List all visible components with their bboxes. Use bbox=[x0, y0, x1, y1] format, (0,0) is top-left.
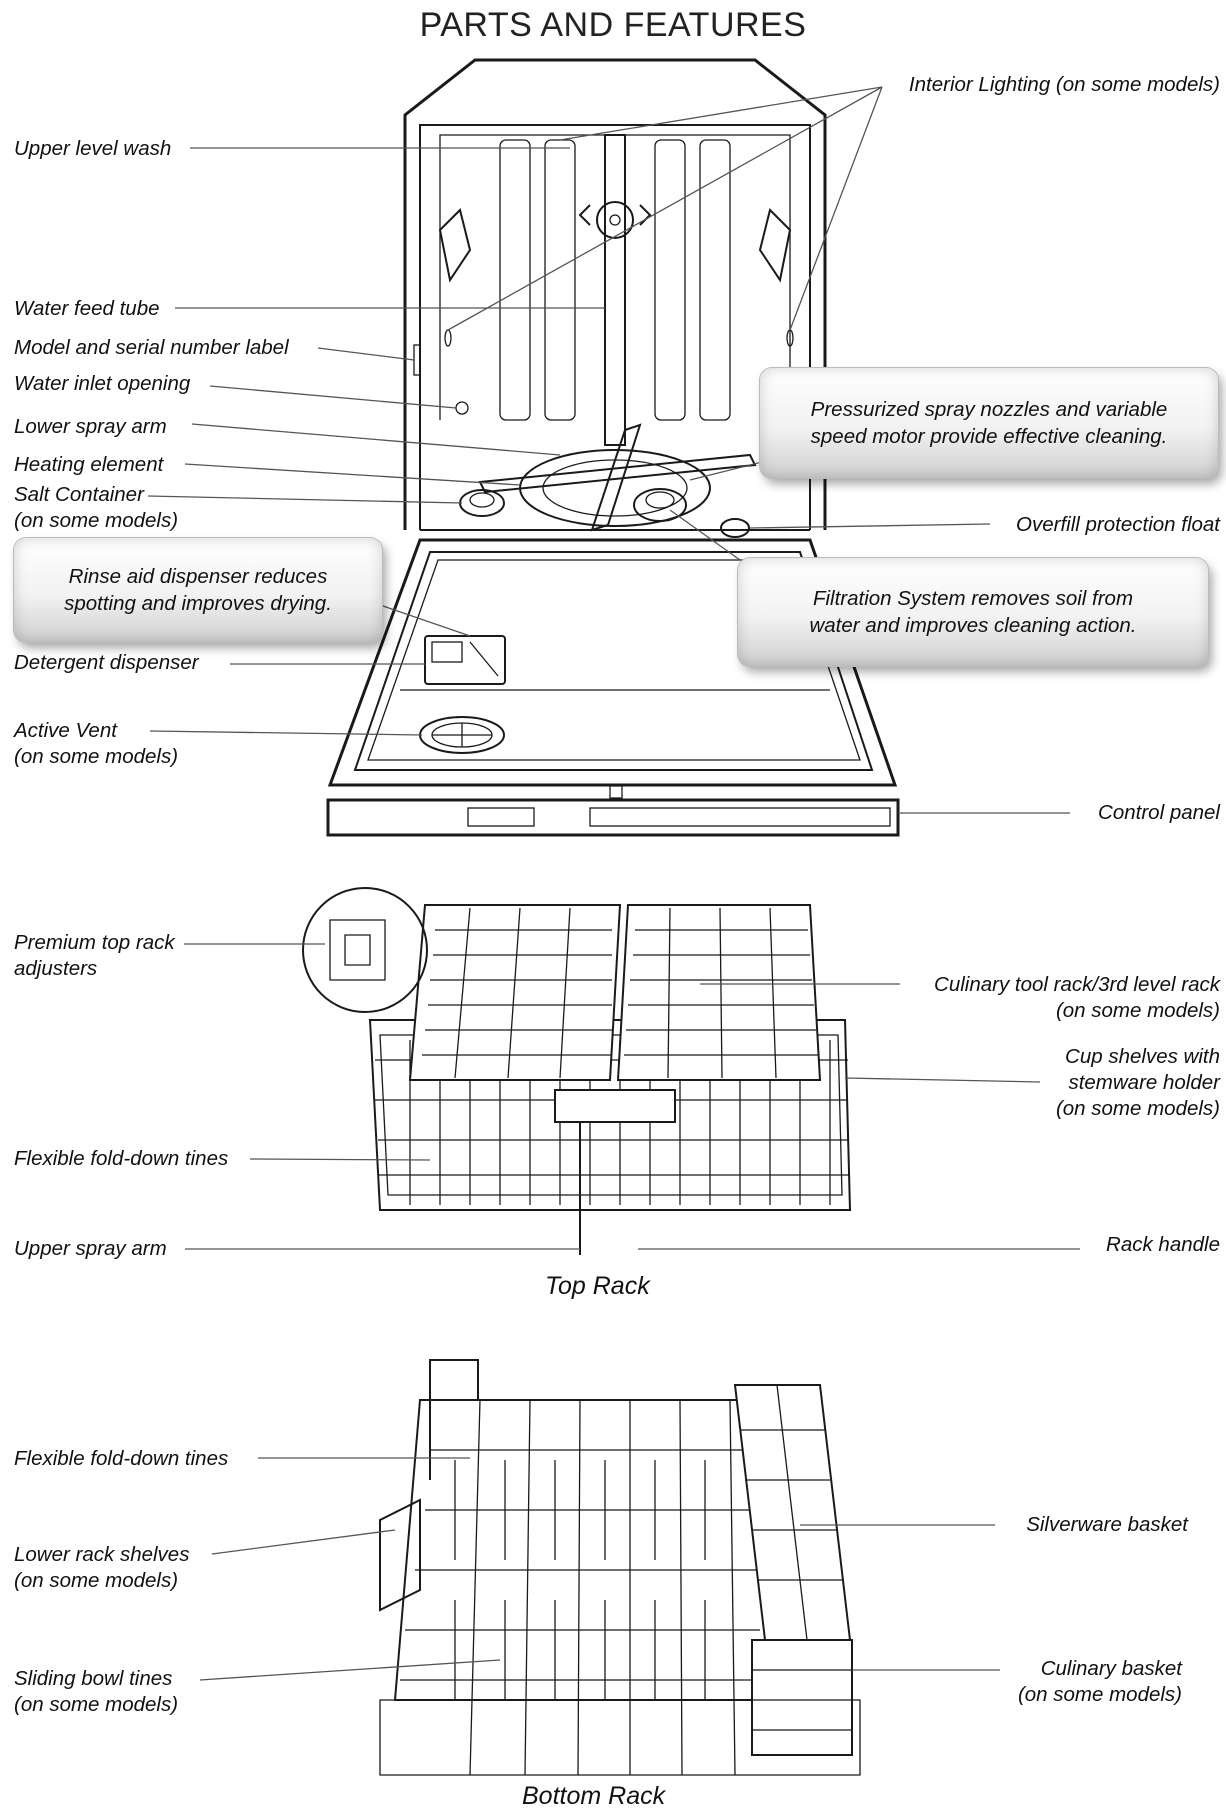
callout-pressurized-line1: Pressurized spray nozzles and variable bbox=[810, 398, 1168, 421]
label-cup-shelves: Cup shelves with stemware holder (on som… bbox=[1056, 1044, 1220, 1122]
culinary-tool-rack-line1: Culinary tool rack/3rd level rack bbox=[934, 973, 1220, 996]
label-salt-container: Salt Container (on some models) bbox=[14, 482, 178, 534]
label-premium-adjusters: Premium top rack adjusters bbox=[14, 930, 175, 982]
label-water-inlet: Water inlet opening bbox=[14, 372, 191, 395]
callout-filtration: Filtration System removes soil from wate… bbox=[738, 558, 1208, 666]
sliding-bowl-tines-line1: Sliding bowl tines bbox=[14, 1667, 173, 1690]
cup-shelves-line1: Cup shelves with bbox=[1065, 1045, 1220, 1068]
caption-top-rack: Top Rack bbox=[545, 1272, 650, 1300]
culinary-tool-rack-line2: (on some models) bbox=[1055, 999, 1220, 1022]
label-top-fold-tines: Flexible fold-down tines bbox=[14, 1147, 229, 1170]
cup-shelves-line3: (on some models) bbox=[1055, 1097, 1220, 1120]
bottom-rack-drawing bbox=[379, 1359, 861, 1776]
premium-adjusters-line1: Premium top rack bbox=[14, 931, 175, 954]
label-upper-level-wash: Upper level wash bbox=[14, 137, 172, 160]
top-rack-drawing bbox=[302, 887, 852, 1255]
leader-lines bbox=[147, 86, 1080, 1681]
caption-bottom-rack: Bottom Rack bbox=[522, 1782, 666, 1810]
active-vent-note: (on some models) bbox=[14, 745, 179, 768]
culinary-basket-line2: (on some models) bbox=[1017, 1683, 1182, 1706]
label-heating-element: Heating element bbox=[14, 453, 164, 476]
salt-container-name: Salt Container bbox=[14, 483, 144, 506]
label-water-feed-tube: Water feed tube bbox=[14, 297, 160, 320]
sliding-bowl-tines-line2: (on some models) bbox=[14, 1693, 179, 1716]
cup-shelves-line2: stemware holder bbox=[1068, 1071, 1220, 1094]
label-sliding-bowl-tines: Sliding bowl tines (on some models) bbox=[14, 1666, 178, 1718]
callout-rinse-aid: Rinse aid dispenser reduces spotting and… bbox=[14, 538, 382, 642]
callout-pressurized-line2: speed motor provide effective cleaning. bbox=[810, 425, 1168, 448]
callout-rinse-aid-line1: Rinse aid dispenser reduces bbox=[68, 565, 328, 588]
page-title: PARTS AND FEATURES bbox=[419, 6, 807, 44]
callout-filtration-line1: Filtration System removes soil from bbox=[812, 587, 1134, 610]
lower-rack-shelves-line1: Lower rack shelves bbox=[14, 1543, 190, 1566]
culinary-basket-line1: Culinary basket bbox=[1040, 1657, 1182, 1680]
label-model-serial: Model and serial number label bbox=[14, 336, 289, 359]
label-active-vent: Active Vent (on some models) bbox=[14, 718, 178, 770]
label-overfill-float: Overfill protection float bbox=[1016, 513, 1220, 536]
label-culinary-tool-rack: Culinary tool rack/3rd level rack (on so… bbox=[934, 972, 1220, 1024]
salt-container-note: (on some models) bbox=[14, 509, 179, 532]
dishwasher-drawing bbox=[326, 58, 900, 837]
label-bottom-fold-tines: Flexible fold-down tines bbox=[14, 1447, 229, 1470]
premium-adjusters-line2: adjusters bbox=[14, 957, 98, 980]
label-lower-rack-shelves: Lower rack shelves (on some models) bbox=[14, 1542, 189, 1594]
label-detergent-dispenser: Detergent dispenser bbox=[14, 651, 199, 674]
label-upper-spray-arm: Upper spray arm bbox=[14, 1237, 167, 1260]
label-culinary-basket: Culinary basket (on some models) bbox=[1018, 1656, 1182, 1708]
callout-pressurized-nozzles: Pressurized spray nozzles and variable s… bbox=[760, 368, 1218, 478]
label-control-panel: Control panel bbox=[1098, 801, 1220, 824]
active-vent-name: Active Vent bbox=[14, 719, 117, 742]
label-lower-spray-arm: Lower spray arm bbox=[14, 415, 167, 438]
label-silverware-basket: Silverware basket bbox=[1026, 1513, 1188, 1536]
callout-rinse-aid-line2: spotting and improves drying. bbox=[64, 592, 332, 615]
label-rack-handle: Rack handle bbox=[1106, 1233, 1220, 1256]
callout-filtration-line2: water and improves cleaning action. bbox=[809, 614, 1137, 637]
lower-rack-shelves-line2: (on some models) bbox=[14, 1569, 179, 1592]
label-interior-lighting: Interior Lighting (on some models) bbox=[908, 73, 1220, 96]
